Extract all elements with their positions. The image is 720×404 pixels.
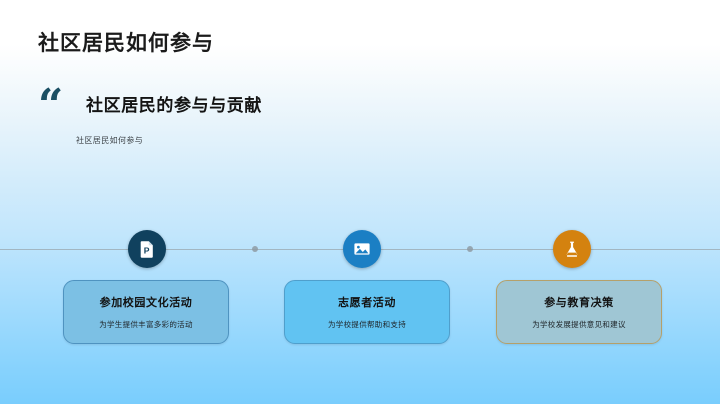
timeline-card-1[interactable]: 参加校园文化活动 为学生提供丰富多彩的活动 xyxy=(63,280,229,344)
card-title: 参加校园文化活动 xyxy=(99,297,193,309)
timeline-node-flask-beaker-icon[interactable] xyxy=(553,230,591,268)
card-title: 志愿者活动 xyxy=(338,297,396,309)
timeline-node-presentation-file-icon[interactable]: P xyxy=(128,230,166,268)
timeline-card-2[interactable]: 志愿者活动 为学校提供帮助和支持 xyxy=(284,280,450,344)
card-description: 为学校提供帮助和支持 xyxy=(328,320,406,329)
quote-subtext: 社区居民如何参与 xyxy=(76,136,144,145)
timeline-node-picture-image-icon[interactable] xyxy=(343,230,381,268)
timeline-dot-2 xyxy=(467,246,473,252)
card-description: 为学生提供丰富多彩的活动 xyxy=(99,320,193,329)
quote-mark-icon: “ xyxy=(38,80,63,131)
timeline-dot-1 xyxy=(252,246,258,252)
svg-text:P: P xyxy=(144,245,150,255)
timeline-card-3[interactable]: 参与教育决策 为学校发展提供意见和建议 xyxy=(496,280,662,344)
quote-heading: 社区居民的参与与贡献 xyxy=(86,96,262,115)
page-title: 社区居民如何参与 xyxy=(38,32,214,55)
card-description: 为学校发展提供意见和建议 xyxy=(532,320,626,329)
card-title: 参与教育决策 xyxy=(544,297,614,309)
